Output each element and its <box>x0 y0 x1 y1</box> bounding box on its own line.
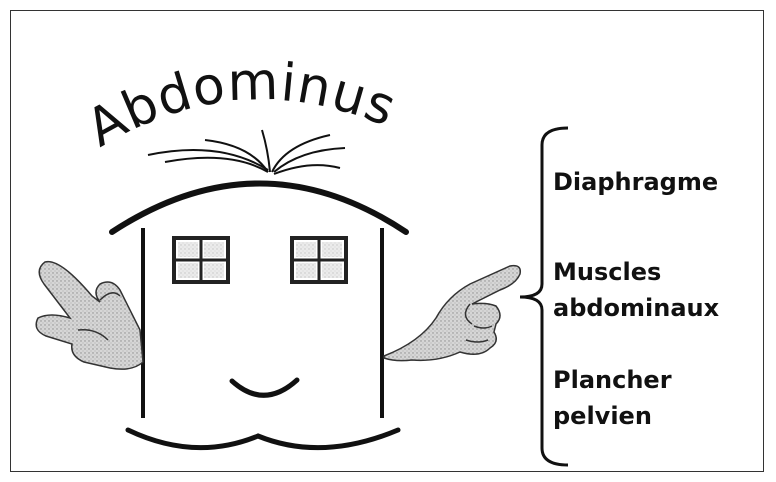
title-text: Abdominus <box>77 52 404 159</box>
right-window-icon <box>292 238 346 282</box>
house-base <box>128 430 398 448</box>
right-hand-icon <box>384 266 520 361</box>
label-diaphragme: Diaphragme <box>553 164 718 200</box>
left-hand-icon <box>36 262 143 370</box>
label-muscles-abdominaux: Muscles abdominaux <box>553 254 719 326</box>
label-plancher-pelvien: Plancher pelvien <box>553 362 672 434</box>
smile <box>232 380 297 395</box>
hair-icon <box>148 130 345 174</box>
left-window-icon <box>174 238 228 282</box>
house-roof <box>112 184 406 233</box>
